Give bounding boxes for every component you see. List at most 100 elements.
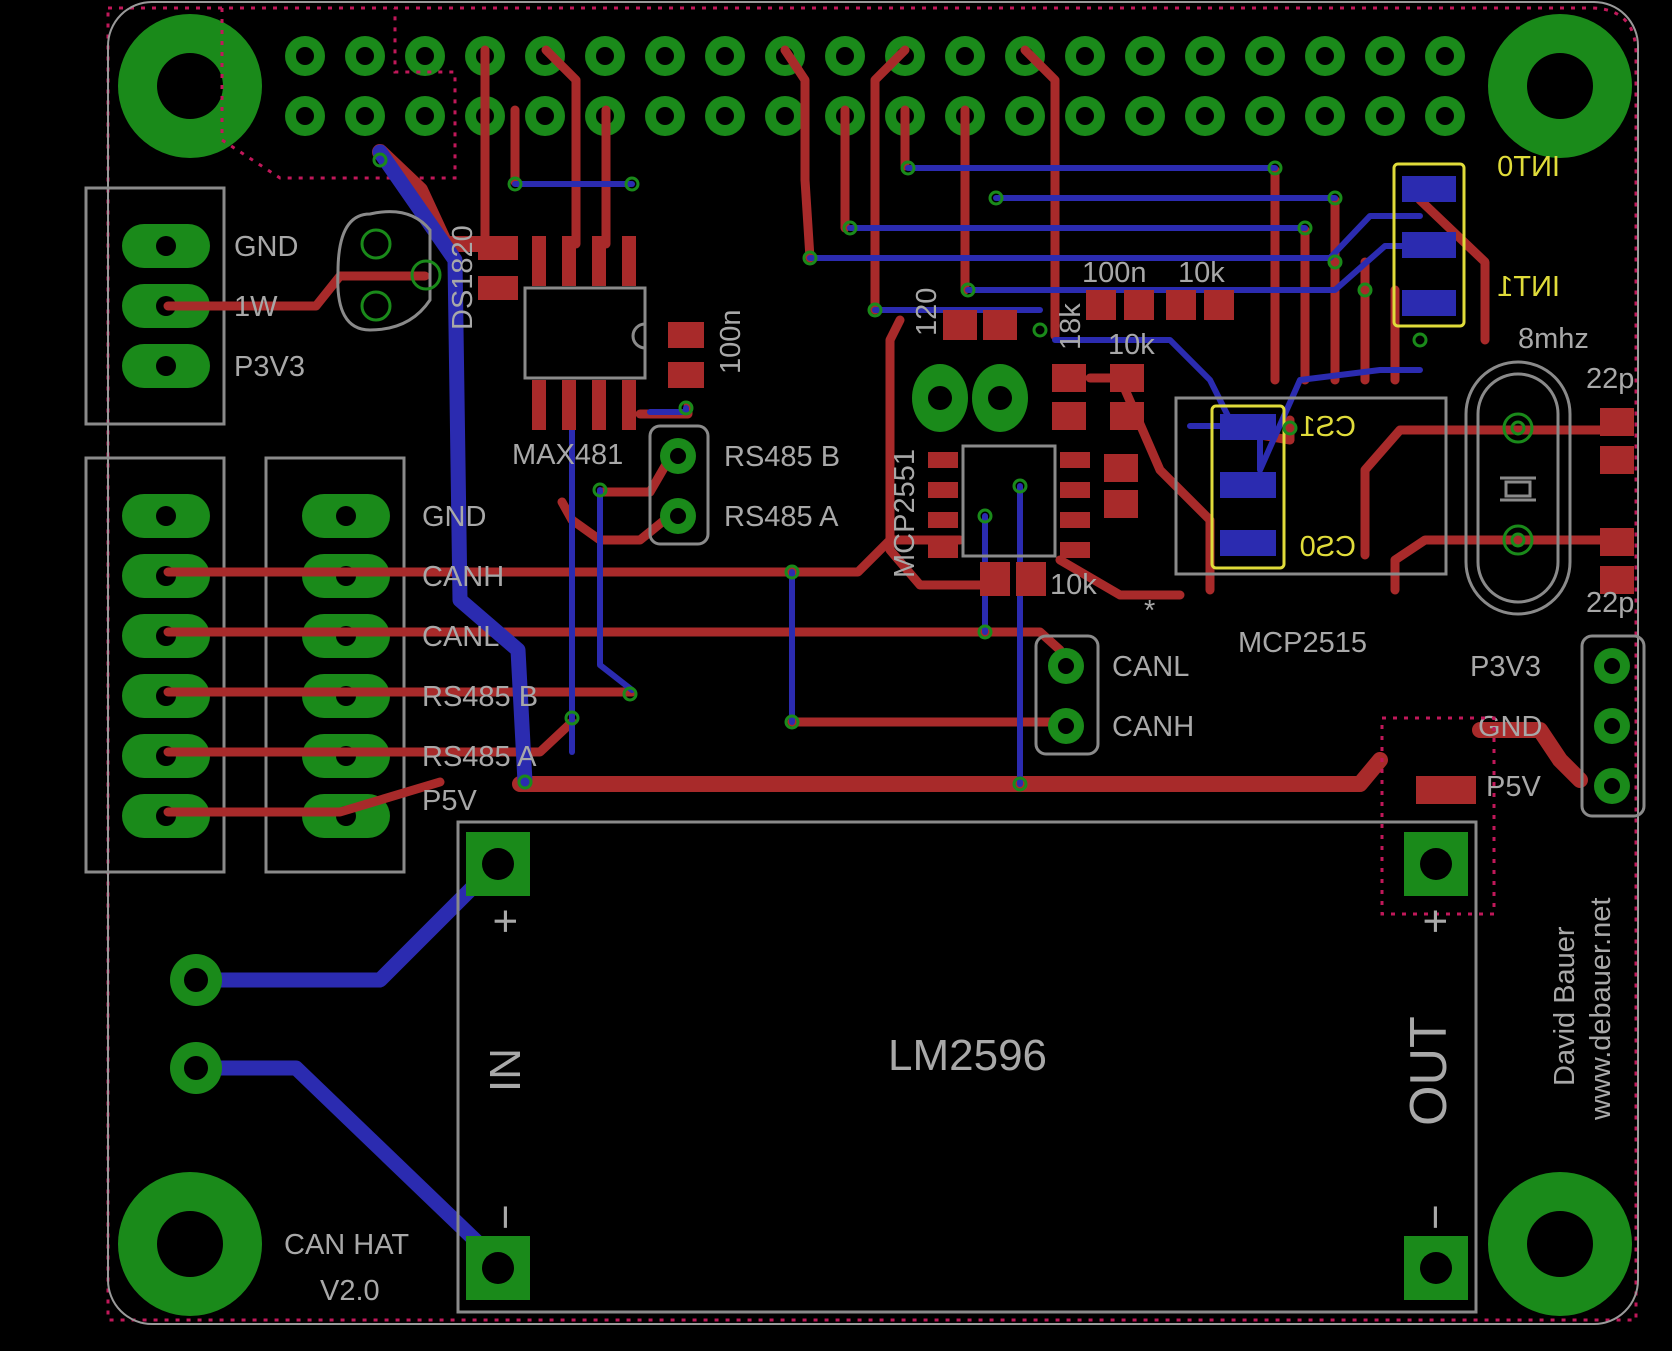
via — [784, 564, 800, 580]
power-connector: P3V3 GND P5V — [1380, 634, 1646, 916]
gpio-pin-hole — [1316, 107, 1334, 125]
left-header-label-1: GND — [234, 231, 298, 263]
gpio-pin-hole — [536, 107, 554, 125]
gpio-pin-hole — [1376, 107, 1394, 125]
minus-out-label: − — [1411, 1204, 1460, 1230]
minus-in-label: − — [481, 1204, 530, 1230]
mcp2515: CS1 CS0 MCP2515 * — [1144, 396, 1448, 659]
via — [802, 250, 818, 266]
website-label: www.debauer.net — [1585, 898, 1617, 1121]
via — [1327, 190, 1343, 206]
crystal-8mhz: 8mhz 22p 22p — [1464, 323, 1634, 619]
bus-label-p5v: P5V — [422, 785, 477, 817]
gpio-pin-hole — [716, 107, 734, 125]
via — [517, 774, 533, 790]
gpio-pin-hole — [1076, 107, 1094, 125]
via — [372, 152, 388, 168]
gpio-pin-hole — [1316, 47, 1334, 65]
gpio-pin-hole — [1196, 47, 1214, 65]
bus-header-frame-b — [264, 456, 406, 874]
bus-header-frame-a — [84, 456, 226, 874]
rs485-b-label: RS485 B — [724, 441, 840, 473]
via — [1297, 220, 1313, 236]
via — [977, 508, 993, 524]
board-version: V2.0 — [320, 1275, 380, 1307]
res-10k-b-label: 10k — [1108, 329, 1155, 361]
cs0-label: CS0 — [1300, 531, 1356, 563]
via — [960, 282, 976, 298]
res-10k-a-label: 10k — [1178, 257, 1225, 289]
via — [988, 190, 1004, 206]
gpio-pin-hole — [656, 47, 674, 65]
via — [1267, 160, 1283, 176]
max481: MAX481 100n — [512, 236, 747, 471]
plus-in-label: + — [481, 908, 530, 934]
p3v3-conn-label: P3V3 — [1470, 651, 1541, 683]
ds1820-label: DS1820 — [447, 225, 479, 330]
via — [1012, 478, 1028, 494]
mounting-holes — [118, 14, 1632, 1316]
gpio-pin-hole — [1436, 47, 1454, 65]
gpio-pin-hole — [836, 47, 854, 65]
gpio-pin-hole — [1256, 107, 1274, 125]
cap-22p-b-label: 22p — [1586, 587, 1634, 619]
gpio-pin-hole — [656, 107, 674, 125]
mcp2515-label: MCP2515 — [1238, 627, 1367, 659]
via — [624, 176, 640, 192]
max481-label: MAX481 — [512, 439, 623, 471]
rs485-a-label: RS485 A — [724, 501, 839, 533]
plus-out-label: + — [1411, 908, 1460, 934]
via — [1510, 532, 1526, 548]
via — [507, 176, 523, 192]
left-header-pads — [122, 224, 390, 838]
cap-100n-b-label: 100n — [1082, 257, 1147, 289]
input-power-pads — [170, 954, 222, 1094]
gpio-header — [285, 36, 1465, 136]
res-18k-label: 18k — [1055, 303, 1087, 350]
author-label: David Bauer — [1549, 926, 1581, 1086]
int0-label: INT0 — [1497, 151, 1560, 183]
via — [1282, 420, 1298, 436]
gpio-pin-hole — [716, 47, 734, 65]
gpio-pin-hole — [1076, 47, 1094, 65]
canl-conn-label: CANL — [1112, 651, 1189, 683]
gpio-pin-hole — [296, 47, 314, 65]
gnd-conn-label: GND — [1478, 711, 1542, 743]
gpio-pin-hole — [1436, 107, 1454, 125]
lm2596-label: LM2596 — [888, 1031, 1047, 1080]
header-keepout — [220, 8, 457, 180]
canh-conn-label: CANH — [1112, 711, 1194, 743]
bus-label-rs485a: RS485 A — [422, 741, 537, 773]
bus-labels: GND CANH CANL RS485 B RS485 A P5V — [422, 501, 538, 817]
gpio-pin-hole — [956, 47, 974, 65]
gpio-pin-hole — [356, 47, 374, 65]
crystal-label: 8mhz — [1518, 323, 1589, 355]
gpio-pin-hole — [1136, 47, 1154, 65]
via — [867, 302, 883, 318]
int1-label: INT1 — [1497, 271, 1560, 303]
bus-label-rs485b: RS485 B — [422, 681, 538, 713]
can-connector: CANL CANH — [1034, 634, 1194, 756]
via — [678, 400, 694, 416]
p5v-conn-label: P5V — [1486, 771, 1541, 803]
gpio-pin-hole — [1136, 107, 1154, 125]
header-pad-hole — [156, 356, 176, 376]
cap-22p-a-label: 22p — [1586, 363, 1634, 395]
header-pad-hole — [156, 506, 176, 526]
mcp2551: 120 MCP2551 10k 18k 10k — [889, 288, 1155, 601]
lm-out-label: OUT — [1400, 1016, 1458, 1126]
header-pad-hole — [336, 506, 356, 526]
bus-label-gnd: GND — [422, 501, 486, 533]
ds1820: DS1820 — [336, 210, 518, 332]
via — [1327, 254, 1343, 270]
mcp2551-label: MCP2551 — [889, 449, 921, 578]
mcp2515-star: * — [1144, 595, 1155, 627]
rs485-connector: RS485 B RS485 A — [648, 424, 840, 546]
board-edge — [107, 1, 1639, 1325]
bus-label-canh: CANH — [422, 561, 504, 593]
via — [977, 624, 993, 640]
cs1-label: CS1 — [1300, 411, 1356, 443]
board-outline — [106, 6, 1638, 1322]
via — [622, 686, 638, 702]
